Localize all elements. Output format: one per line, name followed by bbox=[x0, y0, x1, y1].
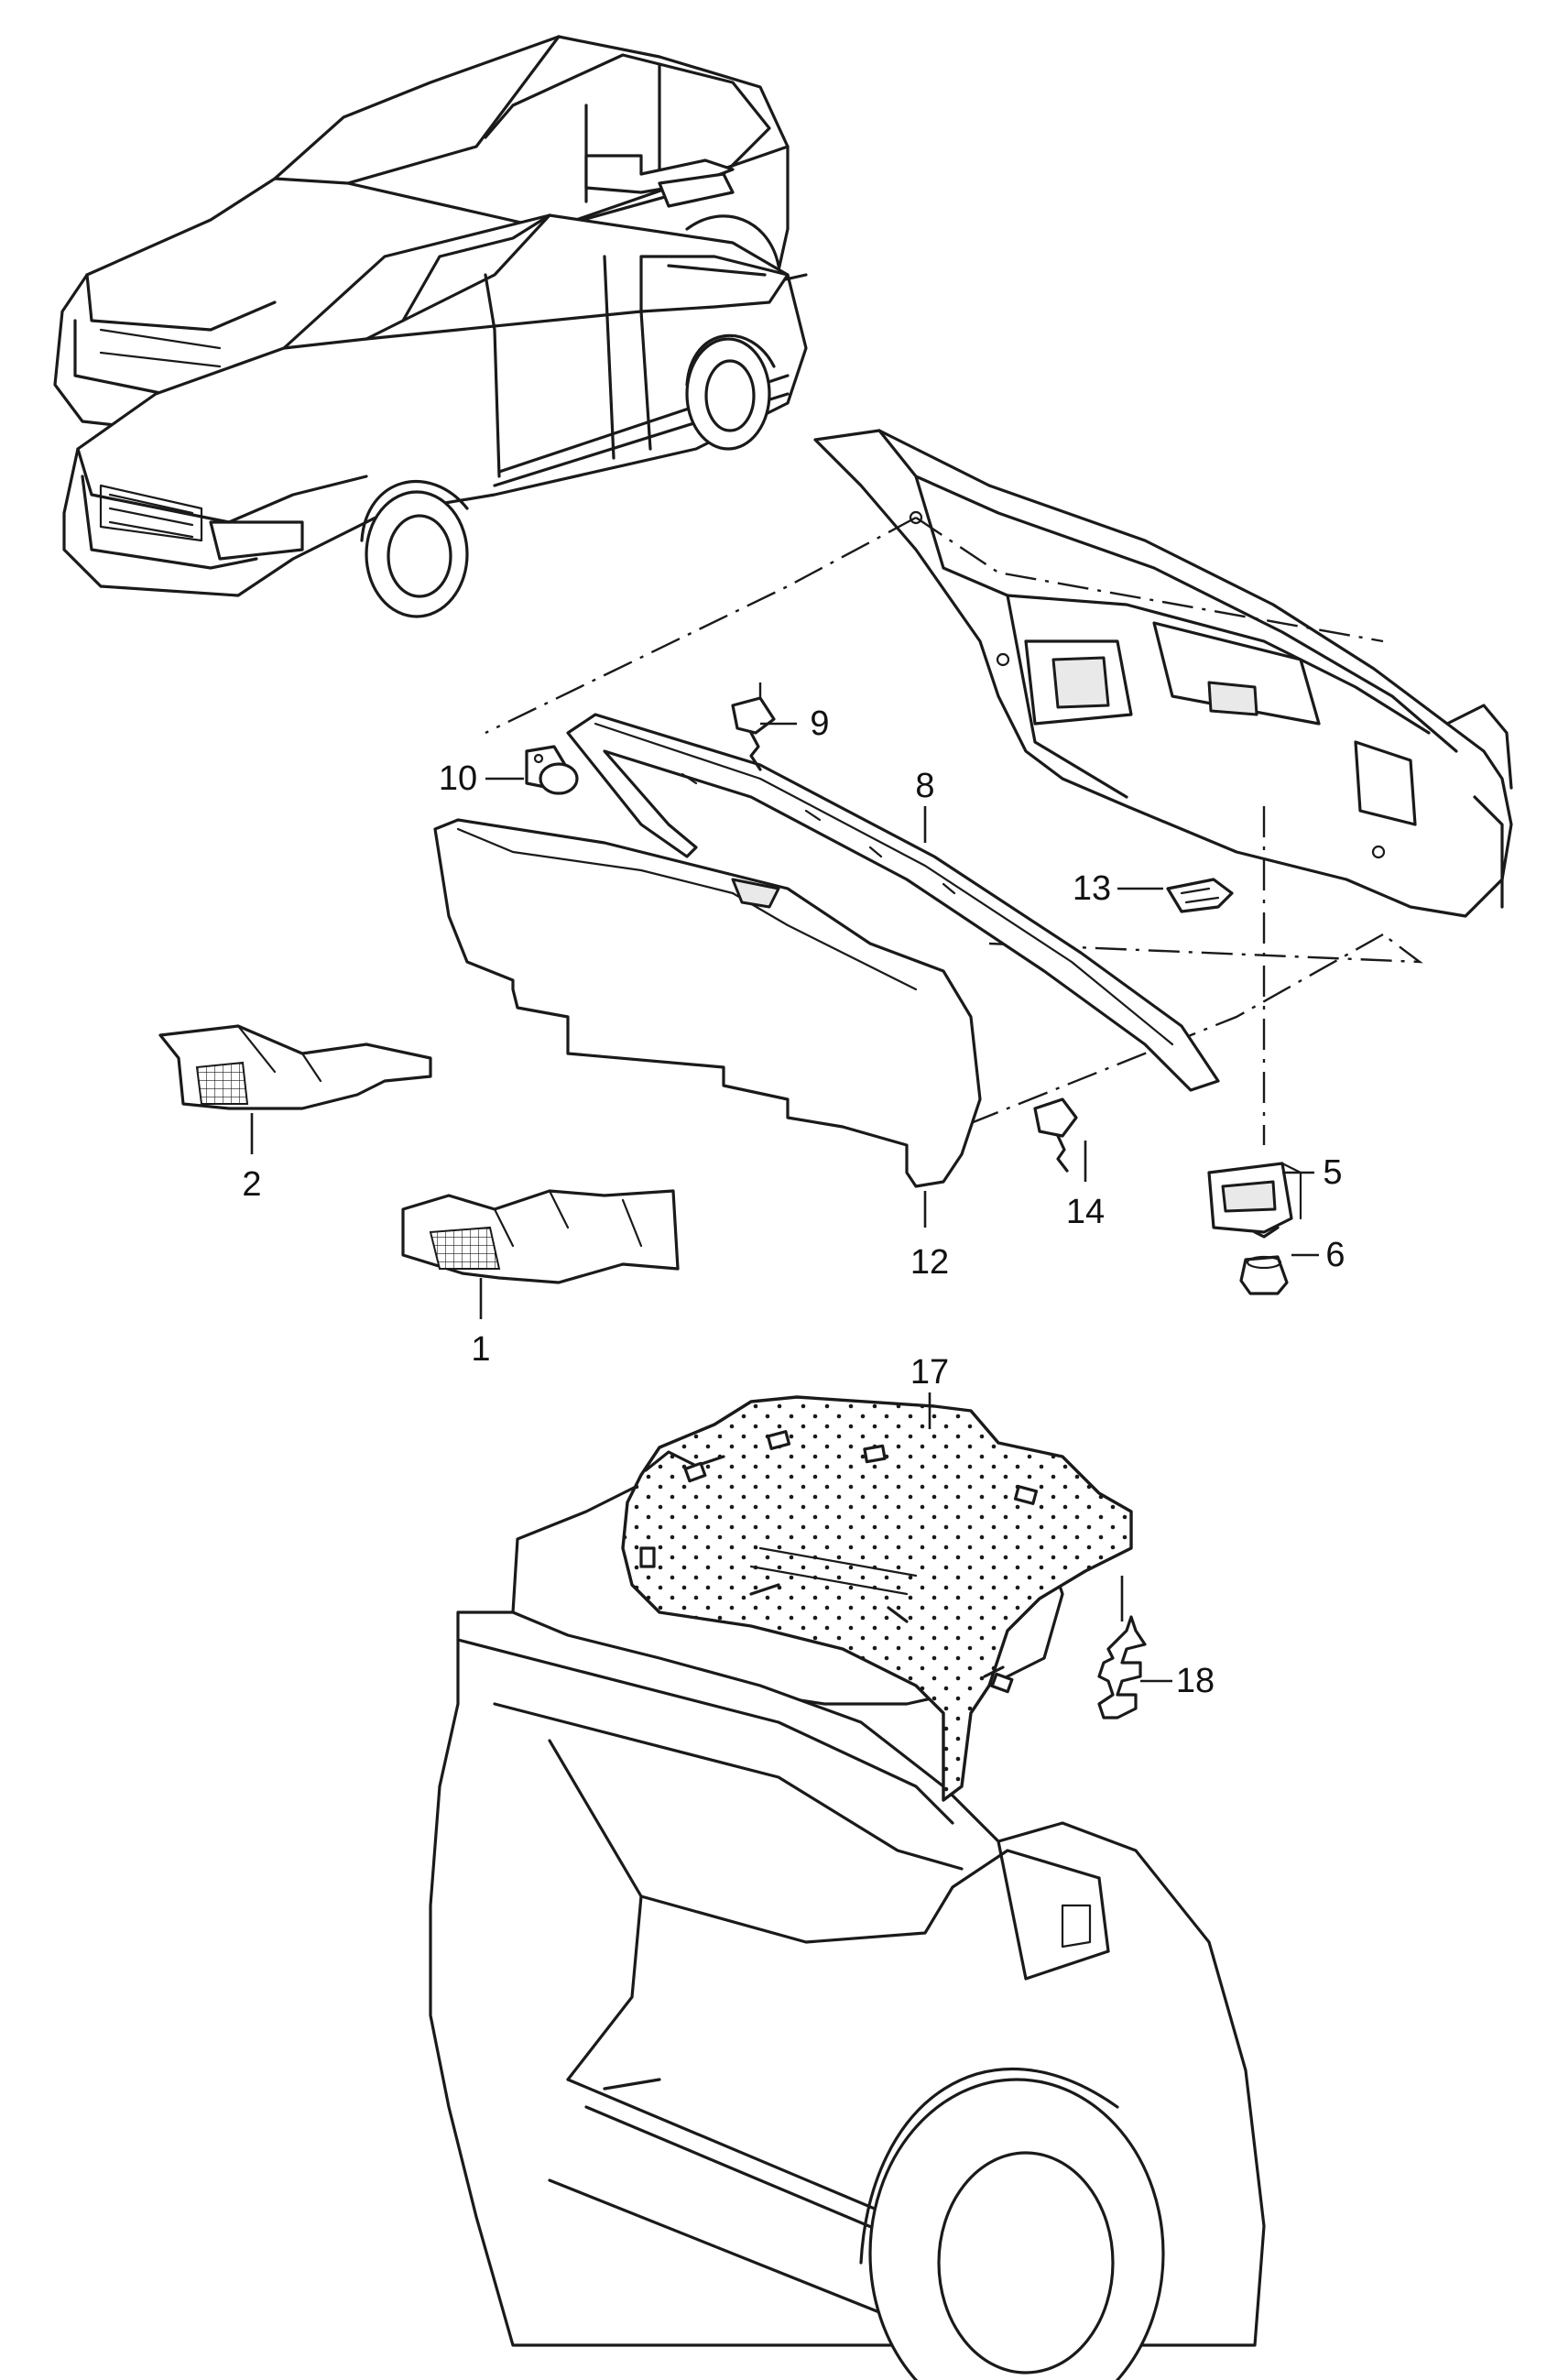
callout-18: 18 bbox=[1176, 1662, 1215, 1700]
car-illustrations bbox=[53, 35, 808, 618]
callout-10: 10 bbox=[439, 759, 477, 798]
callout-2: 2 bbox=[242, 1165, 261, 1204]
part-5-handle bbox=[1207, 1162, 1302, 1239]
part-14-push-clip bbox=[1033, 1097, 1078, 1173]
part-2-bracket bbox=[158, 1024, 432, 1110]
callout-leader-lines bbox=[250, 722, 1319, 1683]
callout-17: 17 bbox=[910, 1353, 949, 1392]
callout-8: 8 bbox=[915, 767, 934, 805]
callout-12: 12 bbox=[910, 1243, 949, 1282]
part-18-fir-tree-clip bbox=[1097, 1615, 1147, 1719]
callout-labels: 1 2 5 6 8 9 10 12 13 14 17 18 bbox=[242, 704, 1345, 1700]
part-1-bracket bbox=[401, 1189, 680, 1284]
callout-14: 14 bbox=[1066, 1193, 1105, 1231]
sedan-car-illustration bbox=[62, 213, 808, 618]
part-10-clip bbox=[525, 745, 579, 795]
trunk-lid-illustration bbox=[813, 429, 1513, 918]
part-6-buffer bbox=[1239, 1255, 1289, 1295]
part-12-lid-trim-panel bbox=[433, 818, 982, 1188]
callout-1: 1 bbox=[471, 1330, 490, 1369]
callout-6: 6 bbox=[1325, 1236, 1345, 1274]
callout-9: 9 bbox=[810, 704, 829, 743]
part-8-seal-strip bbox=[566, 713, 1220, 1092]
part-13-small-clip bbox=[1166, 878, 1234, 913]
part-17-trunk-floor-lining bbox=[621, 1395, 1133, 1802]
callout-5: 5 bbox=[1323, 1153, 1342, 1192]
callout-13: 13 bbox=[1073, 869, 1111, 908]
